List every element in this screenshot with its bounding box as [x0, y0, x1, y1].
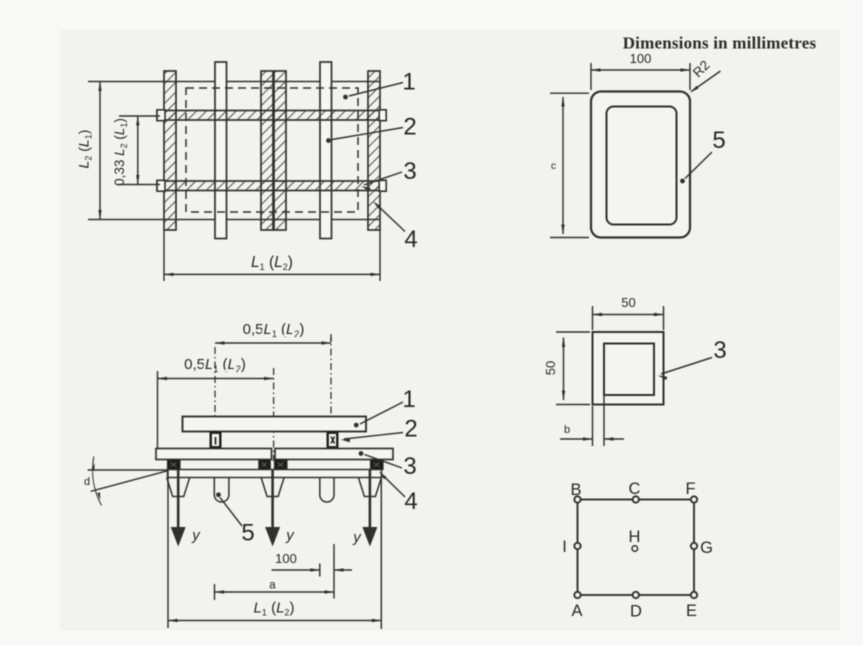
- svg-text:2: 2: [403, 114, 416, 141]
- svg-text:50: 50: [621, 295, 635, 310]
- svg-text:0,5L1 (L2): 0,5L1 (L2): [243, 321, 305, 339]
- svg-text:3: 3: [713, 337, 726, 364]
- svg-text:H: H: [629, 528, 641, 546]
- svg-text:L1 (L2): L1 (L2): [251, 254, 293, 272]
- svg-text:L1 (L2): L1 (L2): [254, 600, 295, 618]
- svg-text:L2 (L1): L2 (L1): [76, 130, 94, 169]
- svg-text:y: y: [191, 527, 201, 544]
- svg-text:4: 4: [404, 226, 417, 253]
- svg-text:4: 4: [404, 488, 417, 515]
- svg-text:1: 1: [402, 69, 415, 96]
- svg-text:G: G: [700, 539, 713, 557]
- svg-text:D: D: [630, 603, 642, 621]
- svg-text:A: A: [571, 602, 582, 620]
- svg-text:y: y: [285, 527, 295, 544]
- svg-text:E: E: [686, 602, 697, 620]
- svg-text:3: 3: [403, 158, 416, 185]
- svg-text:50: 50: [543, 361, 558, 375]
- svg-text:a: a: [269, 580, 276, 592]
- svg-text:100: 100: [275, 551, 297, 566]
- svg-text:1: 1: [402, 386, 415, 413]
- svg-text:5: 5: [241, 520, 254, 547]
- svg-text:B: B: [570, 481, 581, 499]
- svg-text:5: 5: [712, 127, 725, 154]
- svg-text:Dimensions in millimetres: Dimensions in millimetres: [623, 34, 817, 53]
- svg-text:d: d: [84, 476, 90, 488]
- svg-text:I: I: [562, 538, 567, 556]
- svg-text:2: 2: [404, 416, 417, 443]
- svg-text:b: b: [564, 424, 570, 436]
- svg-text:0,33 L2 (L1): 0,33 L2 (L1): [112, 118, 129, 186]
- svg-text:100: 100: [630, 51, 652, 66]
- svg-text:c: c: [551, 160, 556, 172]
- svg-text:F: F: [685, 480, 695, 498]
- svg-text:3: 3: [403, 453, 416, 480]
- svg-text:y: y: [352, 529, 362, 546]
- svg-text:C: C: [629, 480, 641, 498]
